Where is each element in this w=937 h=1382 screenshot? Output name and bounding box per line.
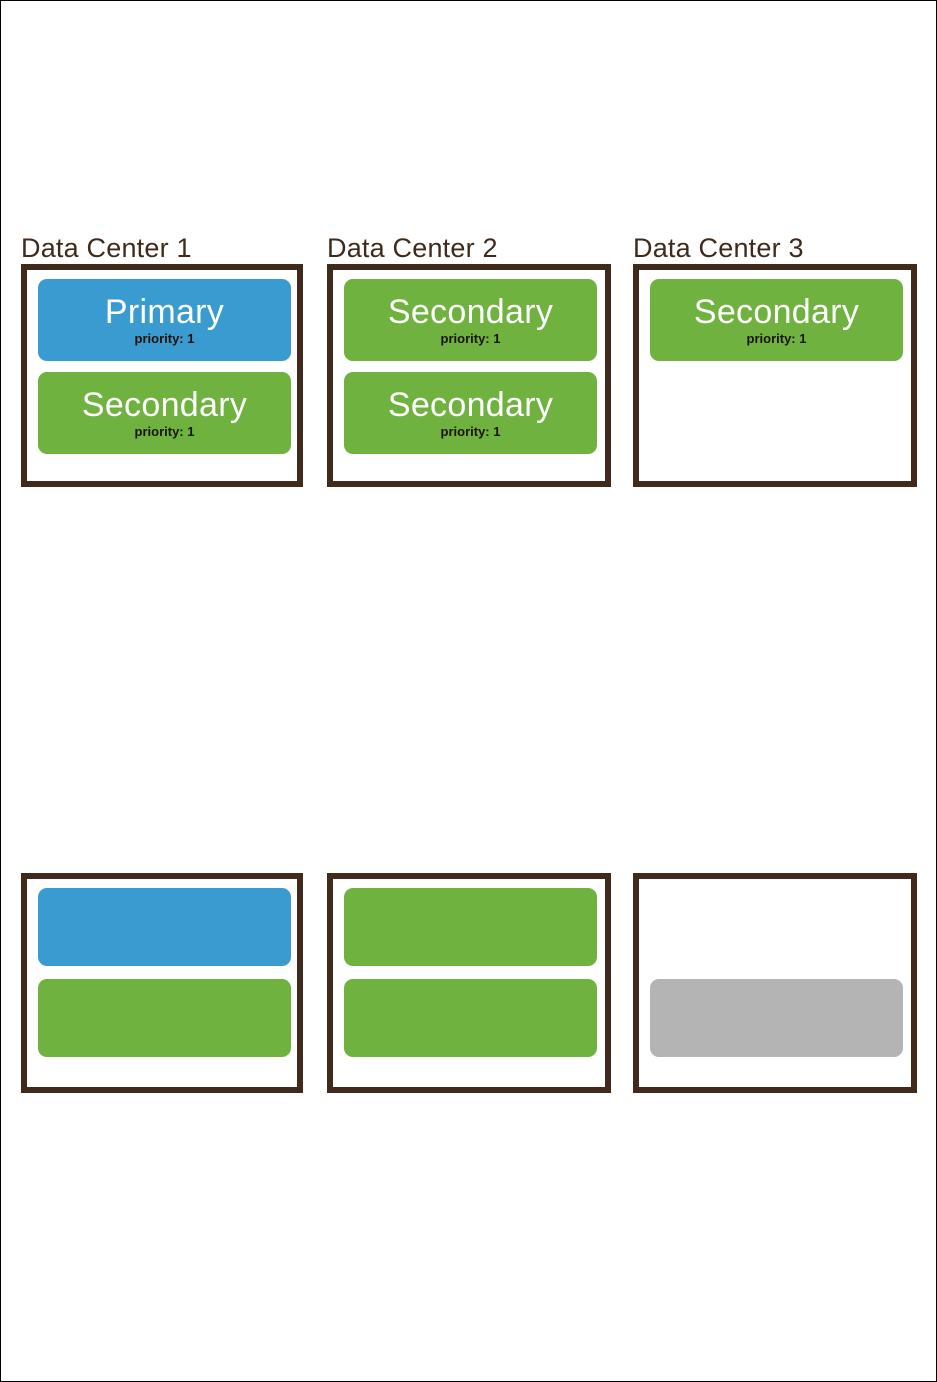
node-secondary-dc3[interactable]: Secondary priority: 1: [650, 279, 903, 361]
node-role-label: Secondary: [693, 293, 860, 331]
node-role-label: Primary: [104, 293, 225, 331]
data-center-group-3-lower: [633, 873, 917, 1093]
node-secondary-dc1[interactable]: Secondary priority: 1: [38, 372, 291, 454]
data-center-group-1-lower: [21, 873, 303, 1093]
data-center-frame-2-lower: [327, 873, 611, 1093]
node-priority-label: priority: 1: [440, 424, 501, 439]
node-primary-dc1[interactable]: Primary priority: 1: [38, 279, 291, 361]
data-center-frame-3-lower: [633, 873, 917, 1093]
data-center-frame-2: Secondary priority: 1 Secondary priority…: [327, 264, 611, 487]
data-center-title-3: Data Center 3: [633, 233, 804, 263]
data-center-group-2-lower: [327, 873, 611, 1093]
node-role-label: Secondary: [81, 386, 248, 424]
node-secondary-dc2-a[interactable]: Secondary priority: 1: [344, 279, 597, 361]
data-center-group-2: Data Center 2 Secondary priority: 1 Seco…: [327, 233, 611, 487]
data-center-frame-3: Secondary priority: 1: [633, 264, 917, 487]
node-priority-label: priority: 1: [746, 331, 807, 346]
data-center-title-2: Data Center 2: [327, 233, 498, 263]
node-secondary-dc2-lower-b[interactable]: [344, 979, 597, 1057]
data-center-title-1: Data Center 1: [21, 233, 192, 263]
node-secondary-dc1-lower[interactable]: [38, 979, 291, 1057]
node-secondary-dc2-b[interactable]: Secondary priority: 1: [344, 372, 597, 454]
node-priority-label: priority: 1: [440, 331, 501, 346]
node-role-label: Secondary: [387, 293, 554, 331]
data-center-group-1: Data Center 1 Primary priority: 1 Second…: [21, 233, 303, 487]
node-role-label: Secondary: [387, 386, 554, 424]
data-center-frame-1: Primary priority: 1 Secondary priority: …: [21, 264, 303, 487]
node-secondary-dc2-lower-a[interactable]: [344, 888, 597, 966]
node-priority-label: priority: 1: [134, 424, 195, 439]
data-center-frame-1-lower: [21, 873, 303, 1093]
node-offline-dc3-lower[interactable]: [650, 979, 903, 1057]
node-primary-dc1-lower[interactable]: [38, 888, 291, 966]
node-priority-label: priority: 1: [134, 331, 195, 346]
data-center-group-3: Data Center 3 Secondary priority: 1: [633, 233, 917, 487]
